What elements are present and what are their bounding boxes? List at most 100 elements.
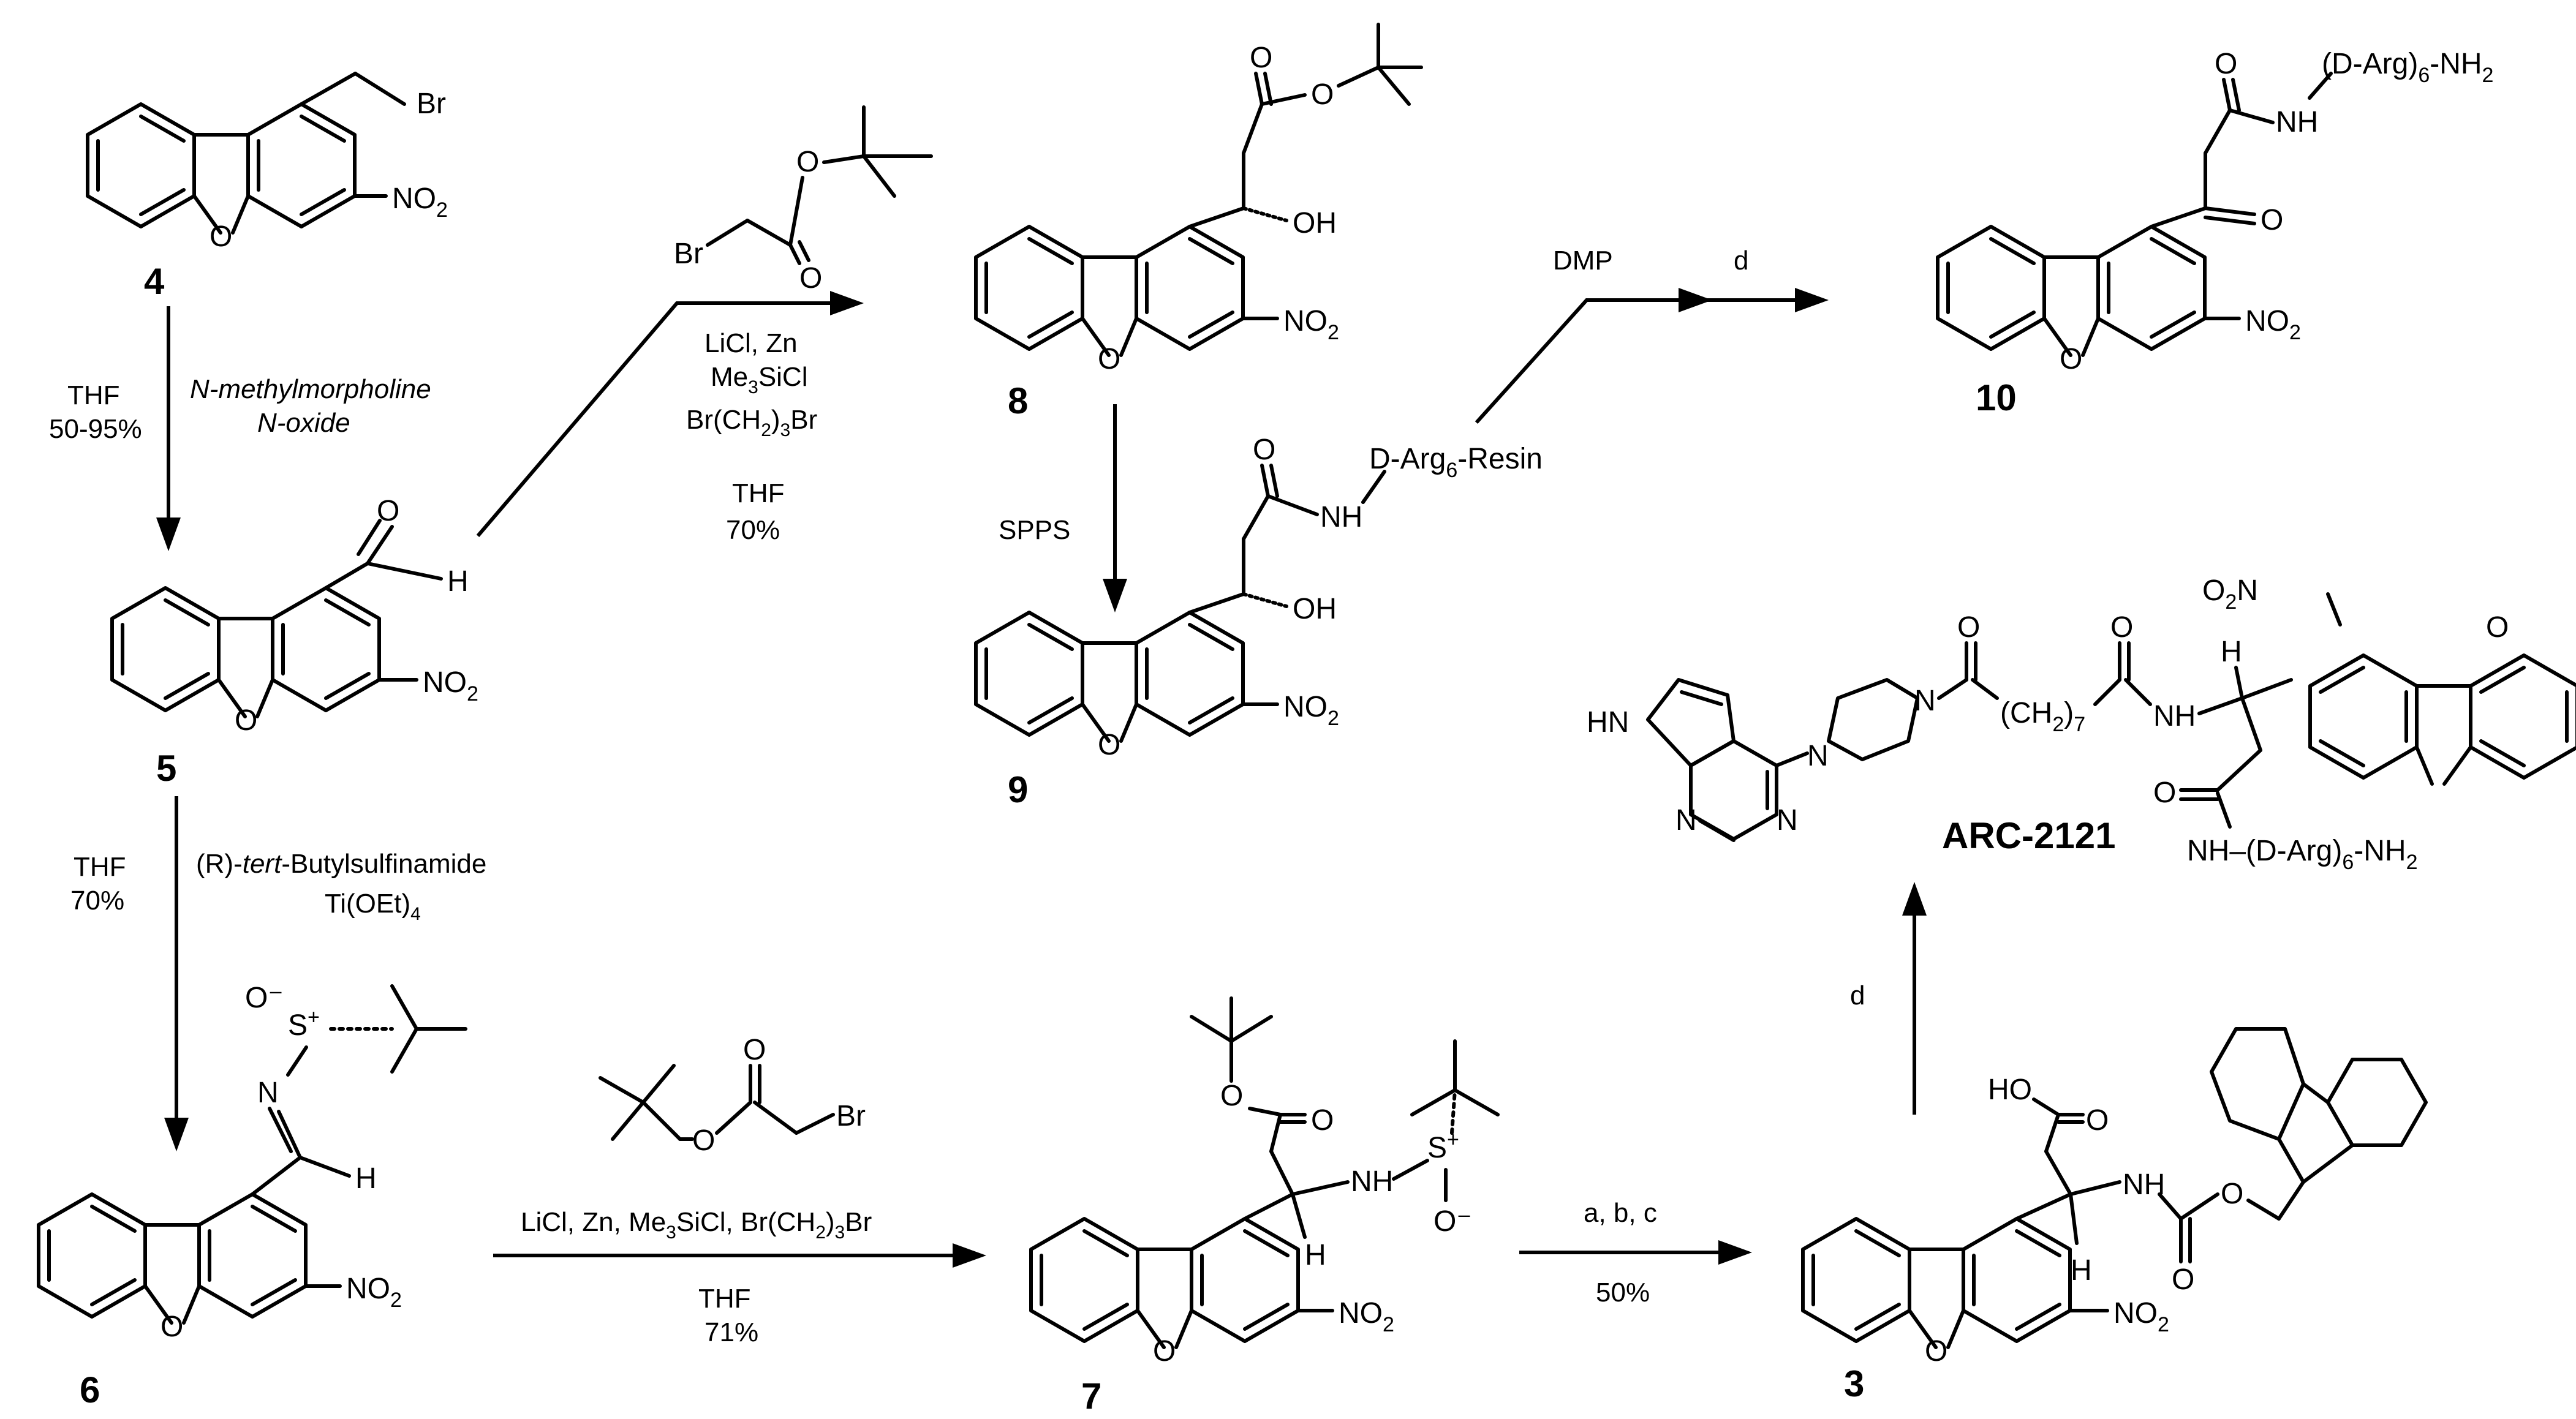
svg-text:50%: 50%: [1596, 1278, 1650, 1308]
svg-text:O: O: [1253, 434, 1275, 466]
svg-text:H: H: [1305, 1239, 1326, 1271]
svg-text:O: O: [796, 146, 819, 178]
svg-text:HO: HO: [1988, 1074, 2032, 1106]
compound-9: O OH O NH D-Arg6-Resin NO2 9: [976, 434, 1543, 810]
svg-text:Br(CH2)3Br: Br(CH2)3Br: [686, 405, 817, 440]
svg-text:LiCl, Zn: LiCl, Zn: [704, 328, 798, 358]
svg-text:O: O: [2153, 777, 2176, 809]
svg-text:NO2: NO2: [1339, 1297, 1394, 1336]
nitro-label: NO2: [392, 183, 448, 222]
compound-4: Br O Br NO2 4: [88, 72, 448, 302]
svg-text:S+: S+: [288, 1006, 320, 1042]
svg-text:NH: NH: [2153, 700, 2196, 732]
svg-text:NO2: NO2: [1283, 305, 1339, 344]
svg-text:NO2: NO2: [1283, 691, 1339, 730]
svg-text:H: H: [2071, 1254, 2092, 1287]
svg-text:7: 7: [1081, 1376, 1101, 1417]
svg-text:O: O: [2060, 343, 2082, 375]
svg-text:N: N: [1777, 804, 1798, 837]
svg-text:3: 3: [1844, 1363, 1864, 1404]
compound-10: O O O NH (D-Arg)6-NH2 NO2 10: [1938, 48, 2493, 418]
svg-text:THF: THF: [67, 380, 120, 410]
svg-text:DMP: DMP: [1553, 246, 1613, 276]
compound-8: O OH O O NO2 8: [976, 23, 1423, 421]
svg-text:10: 10: [1976, 377, 2017, 418]
svg-text:NH: NH: [2123, 1169, 2165, 1201]
svg-text:O: O: [1250, 42, 1272, 74]
svg-text:N-oxide: N-oxide: [257, 408, 350, 438]
svg-text:d: d: [1734, 246, 1748, 276]
svg-text:THF: THF: [698, 1284, 751, 1314]
svg-text:Br: Br: [836, 1100, 866, 1132]
svg-text:THF: THF: [74, 852, 126, 882]
svg-text:N: N: [1675, 804, 1697, 837]
svg-text:OH: OH: [1293, 593, 1337, 625]
svg-text:O: O: [377, 495, 399, 527]
svg-text:H: H: [355, 1162, 377, 1195]
arrow-3-to-arc2121: d: [1850, 882, 1927, 1115]
svg-text:O: O: [799, 262, 822, 295]
svg-text:70%: 70%: [726, 515, 780, 545]
tert-butyl-bromoacetate-reagent-top: Br O O: [674, 105, 933, 295]
compound-4-number: 4: [144, 261, 165, 302]
svg-text:a, b, c: a, b, c: [1584, 1198, 1657, 1228]
svg-text:O: O: [2172, 1263, 2194, 1296]
svg-text:O2N: O2N: [2202, 574, 2258, 614]
svg-text:O: O: [743, 1034, 766, 1066]
svg-text:NH: NH: [1351, 1165, 1393, 1198]
svg-text:O: O: [2486, 611, 2509, 644]
svg-text:Br: Br: [674, 238, 703, 270]
svg-text:D-Arg6-Resin: D-Arg6-Resin: [1369, 443, 1543, 482]
svg-text:THF: THF: [732, 478, 785, 508]
svg-text:OH: OH: [1293, 207, 1337, 239]
svg-text:Me3SiCl: Me3SiCl: [711, 362, 808, 397]
svg-text:O: O: [1311, 78, 1334, 111]
svg-text:NH–(D-Arg)6-NH2: NH–(D-Arg)6-NH2: [2187, 835, 2418, 874]
svg-text:O: O: [235, 704, 257, 737]
arrow-9-to-10: DMP d: [1475, 246, 1829, 424]
svg-text:LiCl, Zn, Me3SiCl, Br(CH2)3Br: LiCl, Zn, Me3SiCl, Br(CH2)3Br: [521, 1207, 872, 1243]
svg-text:O: O: [1311, 1104, 1334, 1137]
furan-oxygen: O: [210, 220, 232, 253]
svg-text:O⁻: O⁻: [1433, 1205, 1472, 1238]
svg-text:NH: NH: [2276, 106, 2318, 138]
svg-text:O: O: [1925, 1335, 1947, 1368]
svg-text:N: N: [1807, 740, 1829, 772]
svg-text:O: O: [2086, 1104, 2109, 1137]
arrow-5-to-8: Br O O LiCl, Zn Me3SiCl Br(CH2)3Br THF 7…: [476, 105, 933, 545]
arrow-4-to-5: THF 50-95% N-methylmorpholine N-oxide: [49, 306, 431, 551]
arrow-7-to-3: a, b, c 50%: [1519, 1198, 1752, 1308]
compound-5: O O H NO2 5: [112, 495, 478, 789]
arrow-6-to-7: O O Br LiCl, Zn, Me3SiCl, Br(CH2)3Br THF…: [493, 1034, 986, 1347]
svg-text:Ti(OEt)4: Ti(OEt)4: [325, 889, 421, 924]
svg-text:NO2: NO2: [2113, 1297, 2169, 1336]
svg-text:O⁻: O⁻: [245, 982, 284, 1014]
svg-text:O: O: [2221, 1178, 2243, 1210]
svg-text:N: N: [257, 1077, 279, 1109]
svg-text:ARC-2121: ARC-2121: [1942, 815, 2115, 856]
svg-text:O: O: [1098, 343, 1120, 375]
compound-7: O H O O NH S+ O⁻ NO2 7: [1031, 996, 1498, 1417]
tert-butyl-bromoacetate-reagent-bottom: O O Br: [599, 1034, 866, 1157]
compound-3: O H O HO NH O O NO2 3: [1803, 1027, 2428, 1404]
svg-text:SPPS: SPPS: [999, 515, 1070, 545]
svg-text:NH: NH: [1320, 501, 1362, 533]
pyrrolopyrimidine-ring: HN N N: [1587, 678, 1798, 842]
svg-text:O: O: [161, 1311, 183, 1343]
svg-text:H: H: [447, 565, 469, 598]
fluorenyl-group: [2210, 1027, 2428, 1184]
svg-text:O: O: [1957, 611, 1980, 644]
svg-text:HN: HN: [1587, 706, 1629, 739]
svg-text:O: O: [1220, 1080, 1243, 1112]
svg-text:O: O: [1153, 1335, 1176, 1368]
svg-text:d: d: [1850, 981, 1865, 1011]
svg-text:O: O: [1098, 729, 1120, 761]
svg-text:5: 5: [156, 748, 176, 789]
svg-text:S+: S+: [1427, 1128, 1459, 1164]
svg-text:9: 9: [1008, 769, 1028, 810]
piperazine-ring: N N: [1775, 678, 1936, 772]
svg-text:N-methylmorpholine: N-methylmorpholine: [190, 374, 431, 404]
svg-text:NO2: NO2: [346, 1273, 402, 1312]
svg-text:O: O: [2110, 611, 2133, 644]
